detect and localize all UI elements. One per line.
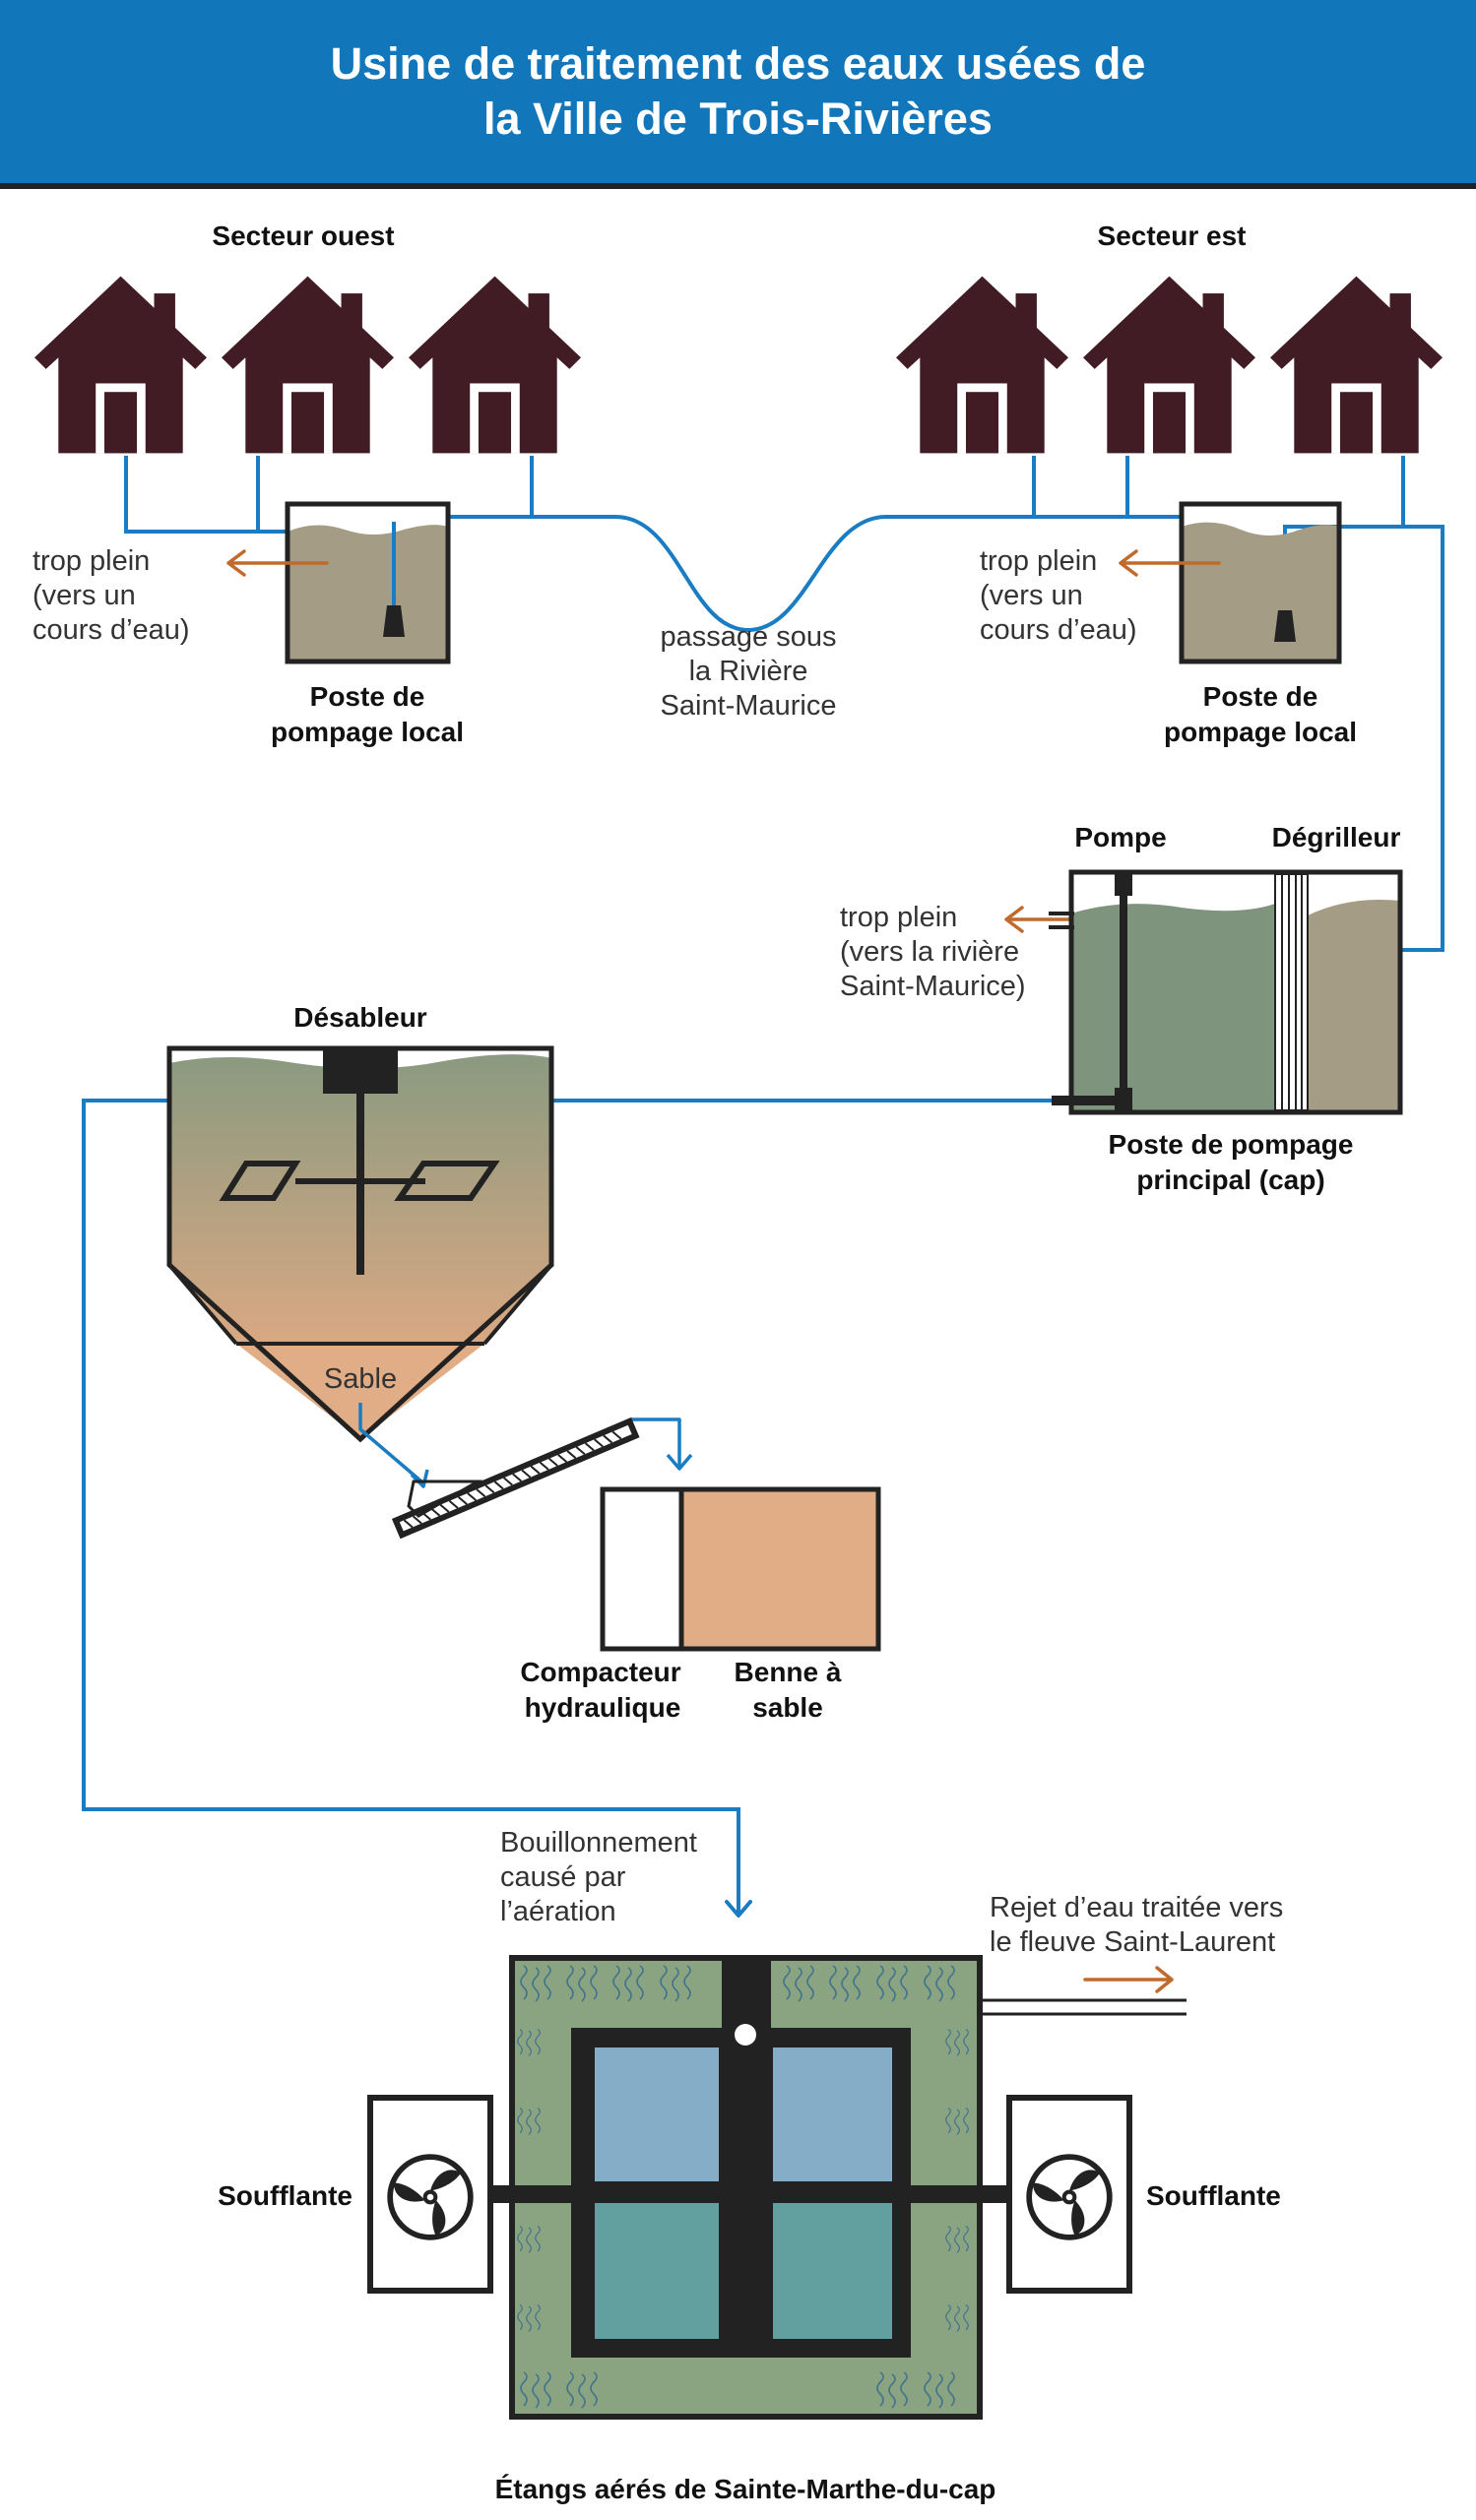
pump-icon <box>1274 610 1296 642</box>
sand-bin-label: sable <box>752 1692 823 1723</box>
river-crossing-label: Saint-Maurice <box>661 690 837 722</box>
pump-icon <box>383 605 405 637</box>
overflow-left-line: cours d’eau) <box>32 614 190 646</box>
compactor-label: Compacteur <box>520 1657 680 1687</box>
arrow-icon <box>226 549 329 577</box>
local-station-east-label: pompage local <box>1164 717 1357 747</box>
aeration-note: causé par <box>500 1861 626 1893</box>
river-crossing-label: passage sous <box>661 621 837 653</box>
arrow-icon <box>725 1900 752 1918</box>
blower-right-label: Soufflante <box>1146 2180 1281 2211</box>
arrow-icon <box>1083 1966 1174 1993</box>
overflow-right-line: (vers un <box>980 580 1083 611</box>
page-title-line1: Usine de traitement des eaux usées de <box>330 38 1146 89</box>
overflow-right-line: cours d’eau) <box>980 614 1137 646</box>
sand-label: Sable <box>324 1363 397 1395</box>
main-pumping-station <box>1049 869 1403 1115</box>
screen-label: Dégrilleur <box>1272 822 1401 852</box>
blower-right <box>1006 2095 1132 2294</box>
houses-west <box>34 276 581 454</box>
overflow-left-text: trop plein (vers un cours d’eau) <box>32 545 190 646</box>
blower-left <box>367 2095 493 2294</box>
grit-chamber <box>166 1045 554 1443</box>
overflow-arrows <box>226 549 1221 933</box>
arrow-icon <box>1119 549 1221 577</box>
river-crossing-label: la Rivière <box>689 656 808 687</box>
ponds-label: Étangs aérés de Sainte-Marthe-du-cap <box>495 2474 996 2504</box>
house-icon <box>1270 276 1443 454</box>
aerated-ponds <box>490 1955 1187 2420</box>
main-station-label: principal (cap) <box>1136 1165 1324 1195</box>
overflow-left-line: trop plein <box>32 545 150 577</box>
houses-east <box>896 276 1443 454</box>
local-station-east <box>1179 501 1342 664</box>
discharge-note: Rejet d’eau traitée vers <box>990 1892 1283 1923</box>
local-station-west-label: Poste de <box>310 681 425 712</box>
auger-conveyor-icon <box>391 1417 640 1540</box>
sewer-pipes <box>82 456 1444 1915</box>
main-overflow-line: (vers la rivière <box>840 936 1019 968</box>
blower-left-label: Soufflante <box>218 2180 353 2211</box>
local-station-west <box>285 501 451 664</box>
sand-bin-label: Benne à <box>735 1657 842 1687</box>
aeration-note: l’aération <box>500 1896 616 1927</box>
overflow-left-line: (vers un <box>32 580 136 611</box>
grit-chamber-label: Désableur <box>293 1002 426 1033</box>
house-icon <box>896 276 1068 454</box>
house-icon <box>409 276 581 454</box>
compactor-label: hydraulique <box>525 1692 681 1723</box>
main-overflow-line: Saint-Maurice) <box>840 971 1026 1002</box>
local-station-east-label: Poste de <box>1203 681 1318 712</box>
compactor-and-bin <box>600 1486 881 1652</box>
main-overflow-line: trop plein <box>840 902 957 933</box>
sector-west-label: Secteur ouest <box>212 220 394 251</box>
pump-label: Pompe <box>1074 822 1166 852</box>
house-icon <box>1083 276 1255 454</box>
main-station-label: Poste de pompage <box>1109 1129 1354 1160</box>
fan-icon <box>390 2157 471 2237</box>
house-icon <box>34 276 207 454</box>
overflow-right-text: trop plein (vers un cours d’eau) <box>980 545 1137 646</box>
overflow-right-line: trop plein <box>980 545 1097 577</box>
page-title-line2: la Ville de Trois-Rivières <box>483 94 993 144</box>
sand-flow <box>358 1403 693 1488</box>
discharge-note: le fleuve Saint-Laurent <box>990 1926 1275 1958</box>
local-station-west-label: pompage local <box>271 717 464 747</box>
sector-east-label: Secteur est <box>1098 220 1247 251</box>
header-banner: Usine de traitement des eaux usées de la… <box>0 0 1476 189</box>
mixer-icon <box>219 1093 500 1275</box>
screen-grille <box>1274 873 1309 1111</box>
house-icon <box>222 276 394 454</box>
fan-icon <box>1029 2157 1110 2237</box>
aeration-note: Bouillonnement <box>500 1827 697 1858</box>
